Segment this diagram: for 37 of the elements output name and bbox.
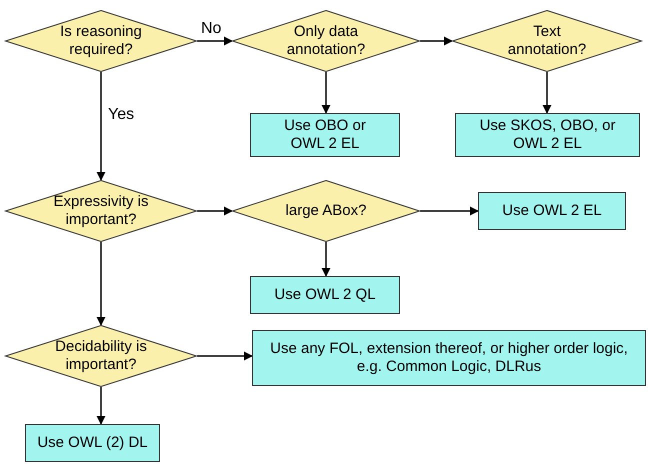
arrow [542, 72, 552, 114]
node-text: Only data annotation? [286, 23, 366, 59]
process-box [250, 276, 400, 314]
decision-diamond [5, 325, 197, 387]
arrow [96, 242, 106, 326]
arrow [96, 72, 106, 181]
arrow [322, 242, 330, 277]
arrow [322, 72, 330, 114]
arrow [420, 36, 453, 46]
decision-diamond [452, 10, 642, 72]
node-text: Use OWL 2 QL [273, 286, 377, 304]
node-text: Use OWL 2 EL [501, 202, 603, 220]
node-text: Use OBO or OWL 2 EL [283, 117, 367, 153]
node-text: Text annotation? [506, 23, 588, 59]
process-box [252, 330, 646, 386]
decision-diamond [5, 10, 197, 72]
node-text: Use OWL (2) DL [36, 434, 149, 452]
arrow [197, 352, 253, 360]
decision-diamond [5, 180, 197, 242]
node-text: Decidability is important? [54, 338, 148, 374]
node-text: Use any FOL, extension thereof, or higher order logic, e.g. Common Logic, DLRus [269, 340, 629, 376]
process-box [478, 192, 626, 230]
arrow [420, 206, 479, 216]
node-text: Expressivity is important? [52, 193, 150, 229]
arrow [197, 36, 233, 46]
node-text: Use SKOS, OBO, or OWL 2 EL [478, 117, 616, 153]
decision-diamond [232, 180, 420, 242]
process-box [455, 113, 640, 157]
process-box [250, 113, 400, 157]
node-text: Is reasoning required? [59, 23, 143, 59]
node-text: large ABox? [284, 202, 368, 220]
decision-diamond [232, 10, 420, 72]
edge-label: Yes [108, 106, 134, 124]
arrow [197, 206, 233, 216]
process-box [25, 424, 160, 462]
arrow [96, 387, 106, 425]
edge-label: No [201, 20, 222, 38]
